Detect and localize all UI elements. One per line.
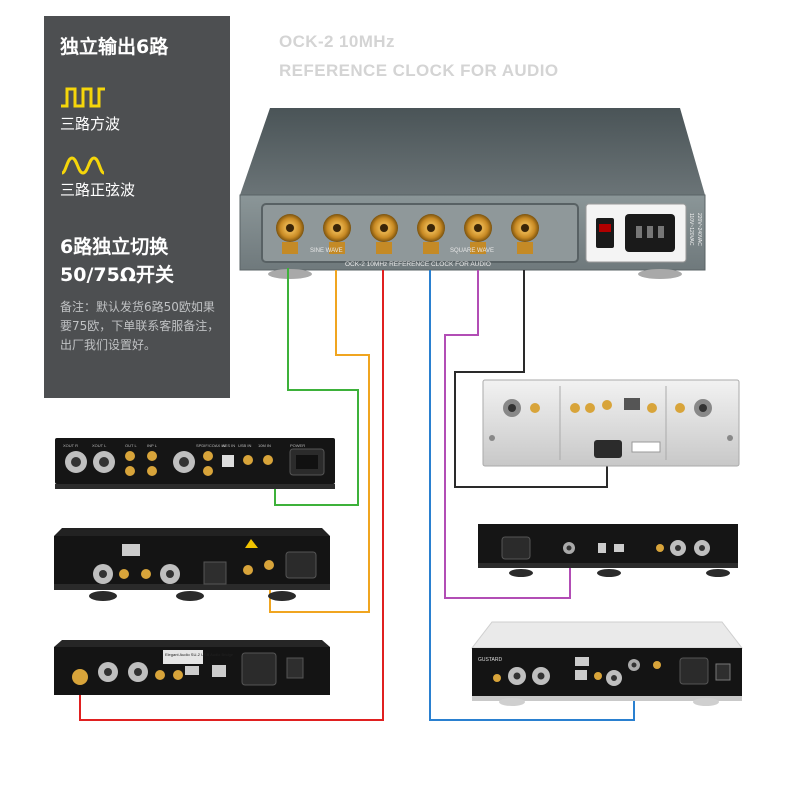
bnc-output-connectors bbox=[276, 214, 539, 254]
voltage-label-2: 220V~240VAC bbox=[696, 213, 702, 246]
port-label: USB IN bbox=[238, 443, 251, 448]
product-model-heading: OCK-2 10MHz bbox=[279, 32, 395, 51]
square-wave-marking: SQUARE WAVE bbox=[450, 248, 494, 254]
product-subtitle-heading: REFERENCE CLOCK FOR AUDIO bbox=[279, 61, 559, 80]
dac-device-c: Elegant Audio SU-2 USB Audio Bridge bbox=[54, 640, 330, 695]
sine-wave-marking: SINE WAVE bbox=[310, 248, 343, 254]
clock-cables bbox=[79, 268, 635, 721]
dac-device-e bbox=[478, 524, 738, 577]
cable-green bbox=[274, 268, 359, 506]
device-f-brand: GUSTARD bbox=[478, 657, 502, 663]
port-label: XOUT L bbox=[92, 443, 107, 448]
cable-purple bbox=[444, 270, 571, 599]
sine-wave-icon bbox=[61, 156, 105, 175]
port-label: 10M IN bbox=[258, 443, 271, 448]
switch-line1: 6路独立切换 bbox=[60, 236, 169, 258]
clock-unit: SINE WAVE SQUARE WAVE OCK-2 10MHz REFERE… bbox=[239, 108, 706, 279]
front-panel-label: OCK-2 10MHz REFERENCE CLOCK FOR AUDIO bbox=[345, 261, 491, 268]
dac-device-b bbox=[54, 528, 330, 601]
port-label: SPDIF/COAX IN bbox=[196, 443, 225, 448]
bnc-connector bbox=[511, 214, 539, 254]
cable-orange bbox=[269, 270, 370, 613]
bnc-connector bbox=[323, 214, 351, 254]
sine-wave-label: 三路正弦波 bbox=[60, 181, 136, 199]
cable-black bbox=[454, 270, 608, 488]
bnc-connector bbox=[370, 214, 398, 254]
order-note: 备注：默认发货6路50欧如果要75欧，下单联系客服备注，出厂我们设置好。 bbox=[60, 300, 220, 352]
port-label: INP L bbox=[147, 443, 158, 448]
dac-device-f: GUSTARD bbox=[470, 621, 744, 706]
info-sidebar: 独立输出6路 三路方波 三路正弦波 6路独立切换 50/75Ω开关 备注：默认发… bbox=[44, 16, 230, 398]
square-wave-icon bbox=[61, 87, 105, 108]
bnc-connector bbox=[276, 214, 304, 254]
port-label: AES IN bbox=[222, 443, 235, 448]
port-label: XOUT R bbox=[63, 443, 78, 448]
cable-red bbox=[79, 270, 384, 721]
voltage-label-1: 110V~120VAC bbox=[688, 213, 694, 246]
power-switch bbox=[596, 218, 614, 248]
dac-device-a: XOUT R XOUT L OUT L INP L SPDIF/COAX IN … bbox=[55, 438, 335, 489]
bnc-connector bbox=[464, 214, 492, 254]
square-wave-label: 三路方波 bbox=[60, 115, 121, 133]
bnc-connector bbox=[417, 214, 445, 254]
device-c-box-label: Elegant Audio SU-2 USB Audio Bridge bbox=[165, 652, 234, 657]
port-label: POWER bbox=[290, 443, 305, 448]
switch-line2: 50/75Ω开关 bbox=[60, 264, 174, 286]
port-label: OUT L bbox=[125, 443, 137, 448]
dac-device-d bbox=[482, 379, 740, 467]
sidebar-title: 独立输出6路 bbox=[60, 36, 169, 58]
